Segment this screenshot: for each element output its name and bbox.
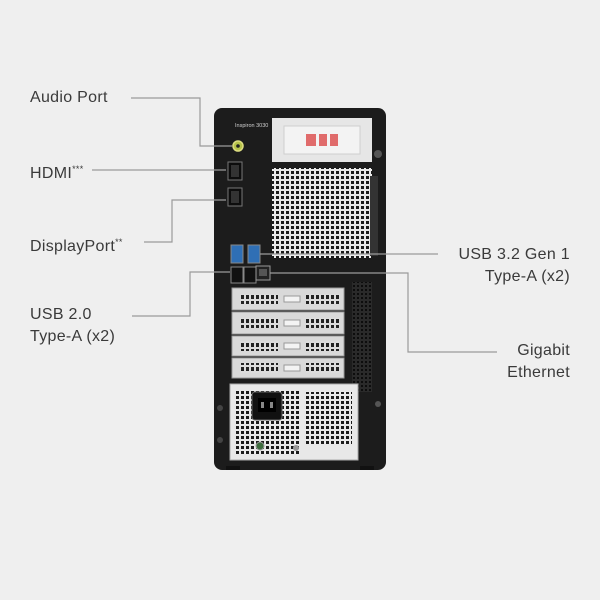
callout-usb-3-2: USB 3.2 Gen 1 Type-A (x2)	[458, 246, 570, 285]
callout-usb-2: USB 2.0 Type-A (x2)	[30, 306, 116, 345]
top-vent	[272, 168, 372, 258]
callout-audio-port: Audio Port	[30, 89, 108, 106]
callout-hdmi: HDMI***	[30, 164, 84, 182]
expansion-slots	[231, 287, 345, 379]
callout-ethernet: Gigabit Ethernet	[507, 342, 570, 381]
usb-2-port-2	[243, 266, 257, 284]
usb-2-port-1	[230, 266, 244, 284]
leader-lines	[92, 97, 497, 353]
callout-displayport: DisplayPort**	[30, 237, 123, 255]
svg-text:Inspiron 3030: Inspiron 3030	[235, 123, 268, 129]
usb-3-2-port-1	[230, 244, 244, 264]
usb-3-2-port-2	[247, 244, 261, 264]
logo-mark	[306, 134, 338, 146]
